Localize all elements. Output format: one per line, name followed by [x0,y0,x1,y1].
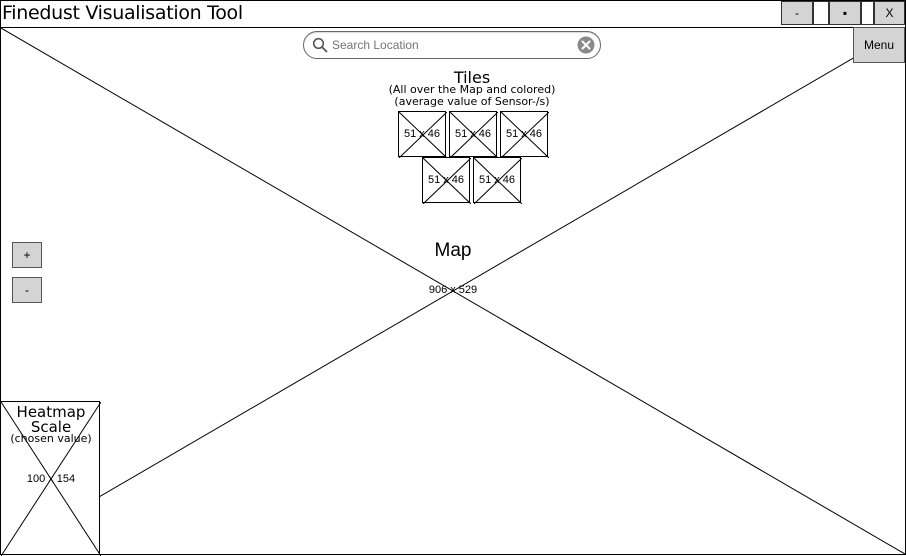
search-input[interactable] [332,36,572,54]
heatmap-placeholder-cross [1,402,101,556]
map-canvas[interactable] [1,28,905,554]
search-bar[interactable] [303,31,601,59]
heatmap-title: Scale [30,418,72,436]
tile-placeholder-cross [501,112,549,158]
map-size-label: 906 x 529 [428,284,478,296]
tiles-title: Tiles [453,68,491,87]
menu-button[interactable]: Menu [853,27,905,63]
map-tile[interactable]: 51 x 46 [398,111,447,158]
tile-placeholder-cross [423,158,471,204]
map-title: Map [434,240,472,261]
maximize-button[interactable]: ▪ [829,1,861,25]
map-placeholder-cross [1,28,905,554]
map-tile[interactable]: 51 x 46 [449,111,498,158]
map-tile[interactable]: 51 x 46 [422,157,471,204]
heatmap-title: Heatmap [16,403,86,421]
app-title: Finedust Visualisation Tool [2,2,243,24]
tiles-note: (All over the Map and colored) [388,83,556,96]
heatmap-scale: Heatmap Scale (chosen value) 100 x 154 [0,401,101,556]
tile-placeholder-cross [450,112,498,158]
window-control-gap [861,1,874,25]
clear-icon[interactable] [577,36,595,54]
heatmap-subtitle: (chosen value) [10,432,92,445]
tile-placeholder-cross [399,112,447,158]
search-icon [312,37,328,53]
title-bar: Finedust Visualisation Tool - ▪ X [1,1,905,28]
zoom-in-button[interactable]: + [12,242,42,268]
tile-size-label: 51 x 46 [427,174,465,186]
tiles-note: (average value of Sensor-/s) [394,95,550,108]
tile-size-label: 51 x 46 [403,128,441,140]
tile-size-label: 51 x 46 [454,128,492,140]
window-control-gap [813,1,829,25]
minimize-button[interactable]: - [781,1,813,25]
heatmap-size-label: 100 x 154 [26,473,76,485]
tile-placeholder-cross [474,158,522,204]
tile-size-label: 51 x 46 [505,128,543,140]
map-tile[interactable]: 51 x 46 [473,157,522,204]
zoom-out-button[interactable]: - [12,277,42,303]
tile-size-label: 51 x 46 [478,174,516,186]
map-tile[interactable]: 51 x 46 [500,111,549,158]
close-button[interactable]: X [874,1,905,25]
